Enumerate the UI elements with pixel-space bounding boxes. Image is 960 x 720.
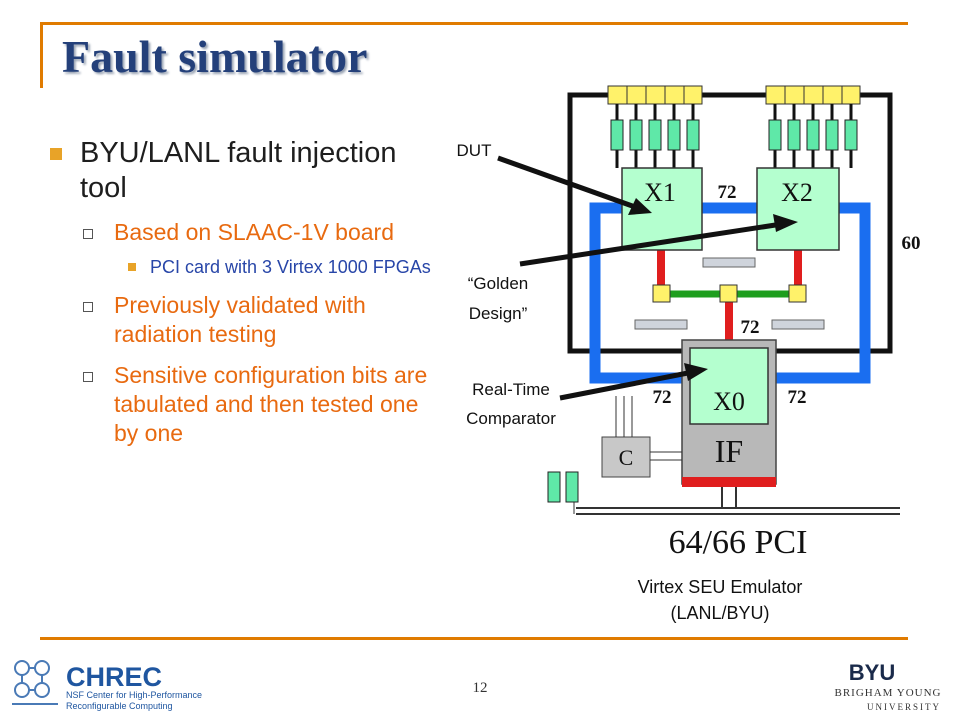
dut-arrow xyxy=(497,155,639,211)
golden-arrow xyxy=(519,221,783,267)
c-label: C xyxy=(619,445,634,470)
bullet-box-icon xyxy=(83,302,93,312)
bottom-accent-line xyxy=(40,637,908,640)
bus-72-left-label: 72 xyxy=(653,387,672,408)
c-block xyxy=(601,436,651,478)
chrec-subtitle-2: Reconfigurable Computing xyxy=(66,701,173,711)
bullet-sub-1-text: Based on SLAAC-1V board xyxy=(114,219,395,245)
bullet-main-text: BYU/LANL fault injection tool xyxy=(80,137,397,204)
chrec-name: CHREC xyxy=(66,662,162,692)
byu-subtitle-2: UNIVERSITY xyxy=(867,702,941,712)
bullet-sub-2-text: Previously validated with radiation test… xyxy=(114,292,366,347)
slaac-board-diagram: X1 X2 X0 IF C 64/66 PCI 72 72 72 72 60 D… xyxy=(457,85,921,561)
bullet-box-icon xyxy=(83,229,93,239)
crossbar-switch-left xyxy=(652,284,671,303)
c-memory-chip-2 xyxy=(565,471,579,503)
byu-logo: BYU BRIGHAM YOUNG UNIVERSITY xyxy=(834,660,941,712)
pci-red-connector xyxy=(682,477,776,487)
bus-72-mid-label: 72 xyxy=(741,317,760,338)
crossbar-switch-center xyxy=(719,284,738,303)
bullet-sub-2: Previously validated with radiation test… xyxy=(48,291,448,349)
bullet-sub-3: Sensitive configuration bits are tabulat… xyxy=(48,361,448,448)
x2-memory-chips xyxy=(768,119,858,151)
comparator-arrow xyxy=(559,369,694,401)
chip-x0-label: X0 xyxy=(713,387,745,416)
bullet-box-icon xyxy=(83,372,93,382)
bus-60-label: 60 xyxy=(902,233,921,254)
chip-x2 xyxy=(756,167,840,251)
golden-arrowhead xyxy=(773,214,798,232)
bus-72-right-label: 72 xyxy=(788,387,807,408)
byu-name: BYU xyxy=(849,660,895,685)
chrec-network-icon xyxy=(12,660,58,705)
chrec-logo: CHREC NSF Center for High-Performance Re… xyxy=(12,660,202,711)
connector-right xyxy=(771,319,825,330)
page-number: 12 xyxy=(472,680,488,696)
c-memory-chip-1 xyxy=(547,471,561,503)
slide-title: Fault simulator xyxy=(62,31,368,82)
bullet-sub-3-text: Sensitive configuration bits are tabulat… xyxy=(114,362,428,446)
dut-label: DUT xyxy=(457,141,492,160)
caption-line-2: (LANL/BYU) xyxy=(670,603,770,623)
bullet-list: BYU/LANL fault injection tool Based on S… xyxy=(48,136,448,448)
byu-subtitle-1: BRIGHAM YOUNG xyxy=(834,687,941,699)
crossbar-switch-right xyxy=(788,284,807,303)
chip-x0 xyxy=(689,347,769,425)
bullet-square-icon xyxy=(128,263,136,271)
connector-left xyxy=(634,319,688,330)
comparator-arrowhead xyxy=(684,363,708,381)
diagram-caption: Virtex SEU Emulator (LANL/BYU) xyxy=(560,574,880,626)
comparator-label-line1: Real-Time xyxy=(472,380,550,399)
top-accent-line xyxy=(40,22,908,25)
comparator-label-line2: Comparator xyxy=(466,409,556,428)
bullet-main: BYU/LANL fault injection tool xyxy=(48,136,448,206)
bus-72-top-label: 72 xyxy=(718,182,737,203)
x1-memory-chips xyxy=(610,119,700,151)
golden-label-line2: Design” xyxy=(469,304,528,323)
if-label: IF xyxy=(715,433,743,469)
connector-top xyxy=(702,257,756,268)
bullet-sub-1: Based on SLAAC-1V board xyxy=(48,218,448,247)
bullet-square-icon xyxy=(50,148,62,160)
left-accent-line xyxy=(40,22,43,88)
bullet-sub-1-detail: PCI card with 3 Virtex 1000 FPGAs xyxy=(48,255,448,279)
bullet-sub-1-detail-text: PCI card with 3 Virtex 1000 FPGAs xyxy=(150,257,431,277)
chip-x1-label: X1 xyxy=(644,178,676,207)
chrec-subtitle-1: NSF Center for High-Performance xyxy=(66,690,202,700)
golden-label-line1: “Golden xyxy=(468,274,528,293)
chip-x2-label: X2 xyxy=(781,178,813,207)
pci-label: 64/66 PCI xyxy=(669,524,808,561)
dut-arrowhead xyxy=(628,198,652,215)
caption-line-1: Virtex SEU Emulator xyxy=(637,577,803,597)
